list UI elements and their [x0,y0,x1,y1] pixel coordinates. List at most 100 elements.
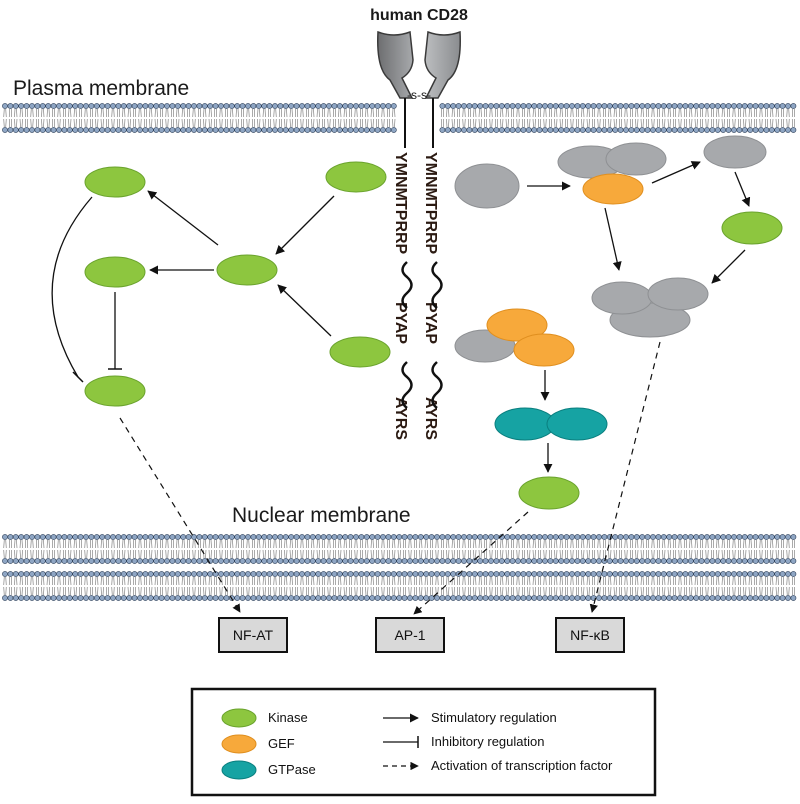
protein-node [647,277,709,311]
lipid-head [115,127,122,133]
lipid-head [336,534,343,540]
lipid-head [61,534,68,540]
lipid-head [88,571,95,577]
lipid-head [774,103,781,109]
lipid-head [434,595,440,601]
lipid-head [39,103,46,109]
lipid-head [682,103,689,109]
lipid-head [29,571,35,577]
lipid-tail [30,539,34,549]
lipid-head [272,127,278,133]
lipid-tail [41,576,45,586]
lipid-head [250,571,257,577]
lipid-head [83,571,89,577]
lipid-tail [575,108,579,118]
lipid-head [250,127,257,133]
stimulatory-arrow [651,161,701,184]
lipid-tail [208,586,212,596]
lipid-head [390,534,397,540]
lipid-head [639,595,646,601]
lipid-tail [592,539,596,549]
lipid-tail [176,539,180,549]
lipid-head [666,103,673,109]
lipid-tail [268,539,272,549]
legend-kinase-label: Kinase [268,710,308,725]
lipid-head [682,558,689,564]
lipid-head [104,127,111,133]
lipid-tail [640,539,644,549]
lipid-head [623,534,629,540]
lipid-head [671,571,678,577]
lipid-tail [597,549,601,559]
lipid-tail [100,586,104,596]
lipid-tail [435,576,439,586]
lipid-tail [543,539,547,549]
lipid-head [369,127,376,133]
lipid-tail [316,539,320,549]
lipid-head [315,571,322,577]
lipid-tail [592,586,596,596]
lipid-head [304,571,311,577]
legend-stimulatory-label: Stimulatory regulation [431,710,557,725]
lipid-tail [548,118,552,128]
lipid-head [336,103,343,109]
lipid-head [731,127,737,133]
lipid-head [374,127,381,133]
lipid-tail [716,118,720,128]
lipid-head [698,558,705,564]
lipid-head [245,127,251,133]
lipid-head [444,103,451,109]
lipid-tail [608,549,612,559]
lipid-tail [100,549,104,559]
lipid-tail [764,108,768,118]
lipid-head [536,103,543,109]
lipid-tail [446,549,450,559]
lipid-head [601,534,608,540]
lipid-head [39,558,46,564]
lipid-tail [354,118,358,128]
lipid-tail [629,108,633,118]
lipid-head [768,127,775,133]
lipid-tail [338,586,342,596]
lipid-head [439,571,446,577]
lipid-head [606,103,613,109]
lipid-head [682,571,689,577]
lipid-tail [3,539,7,549]
lipid-head [504,558,511,564]
lipid-head [520,571,527,577]
lipid-tail [743,108,747,118]
lipid-head [612,127,619,133]
lipid-tail [413,549,417,559]
lipid-tail [46,586,50,596]
lipid-head [56,595,62,601]
lipid-head [704,103,710,109]
lipid-head [558,558,565,564]
lipid-head [83,103,89,109]
lipid-head [66,534,73,540]
lipid-head [309,103,316,109]
lipid-head [450,558,457,564]
lipid-head [336,571,343,577]
lipid-tail [451,108,455,118]
lipid-head [239,595,246,601]
lipid-tail [748,576,752,586]
lipid-tail [208,576,212,586]
lipid-tail [332,539,336,549]
lipid-tail [484,539,488,549]
lipid-tail [705,118,709,128]
lipid-head [282,558,289,564]
lipid-tail [694,549,698,559]
lipid-head [218,534,224,540]
lipid-head [174,103,181,109]
lipid-head [169,558,176,564]
lipid-tail [116,118,120,128]
lipid-tail [705,576,709,586]
lipid-head [261,127,268,133]
lipid-head [693,595,700,601]
lipid-head [331,103,338,109]
lipid-head [439,558,446,564]
lipid-tail [705,549,709,559]
lipid-tail [516,118,520,128]
lipid-head [779,103,786,109]
